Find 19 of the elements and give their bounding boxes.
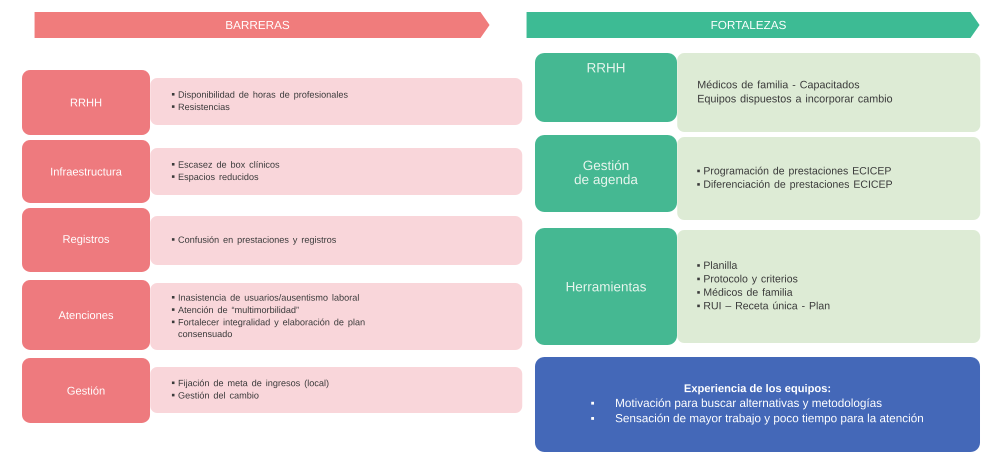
detail-box: Planilla Protocolo y criterios Médicos de familia RUI – Receta única - Plan	[677, 230, 980, 343]
header-banner: FORTALEZAS	[526, 12, 980, 38]
category-box: Atenciones	[22, 280, 150, 350]
detail-box: Fijación de meta de ingresos (local) Gestión del cambio	[150, 367, 522, 413]
detail-box: Escasez de box clínicos Espacios reducidos	[150, 148, 522, 195]
category-box: Gestión	[22, 358, 150, 423]
category-box: Infraestructura	[22, 140, 150, 203]
category-box: RRHH	[535, 53, 677, 122]
category-box: RRHH	[22, 70, 150, 135]
header-banner: BARRERAS	[34, 12, 490, 38]
summary-box: Experiencia de los equipos: Motivación para buscar alternativas y metodologías Sensación de mayor trabajo y poco tiempo para la atención	[535, 357, 980, 452]
detail-box: Médicos de familia - Capacitados Equipos dispuestos a incorporar cambio	[677, 53, 980, 132]
detail-box: Disponibilidad de horas de profesionales Resistencias	[150, 78, 522, 125]
category-box: Herramientas	[535, 228, 677, 345]
detail-box: Inasistencia de usuarios/ausentismo laboral Atención de “multimorbilidad” Fortalecer integralidad y elaboración de plan consensuado	[150, 283, 522, 350]
detail-box: Programación de prestaciones ECICEP Diferenciación de prestaciones ECICEP	[677, 137, 980, 220]
detail-box: Confusión en prestaciones y registros	[150, 216, 522, 265]
category-box: Gestión de agenda	[535, 135, 677, 212]
category-box: Registros	[22, 208, 150, 272]
